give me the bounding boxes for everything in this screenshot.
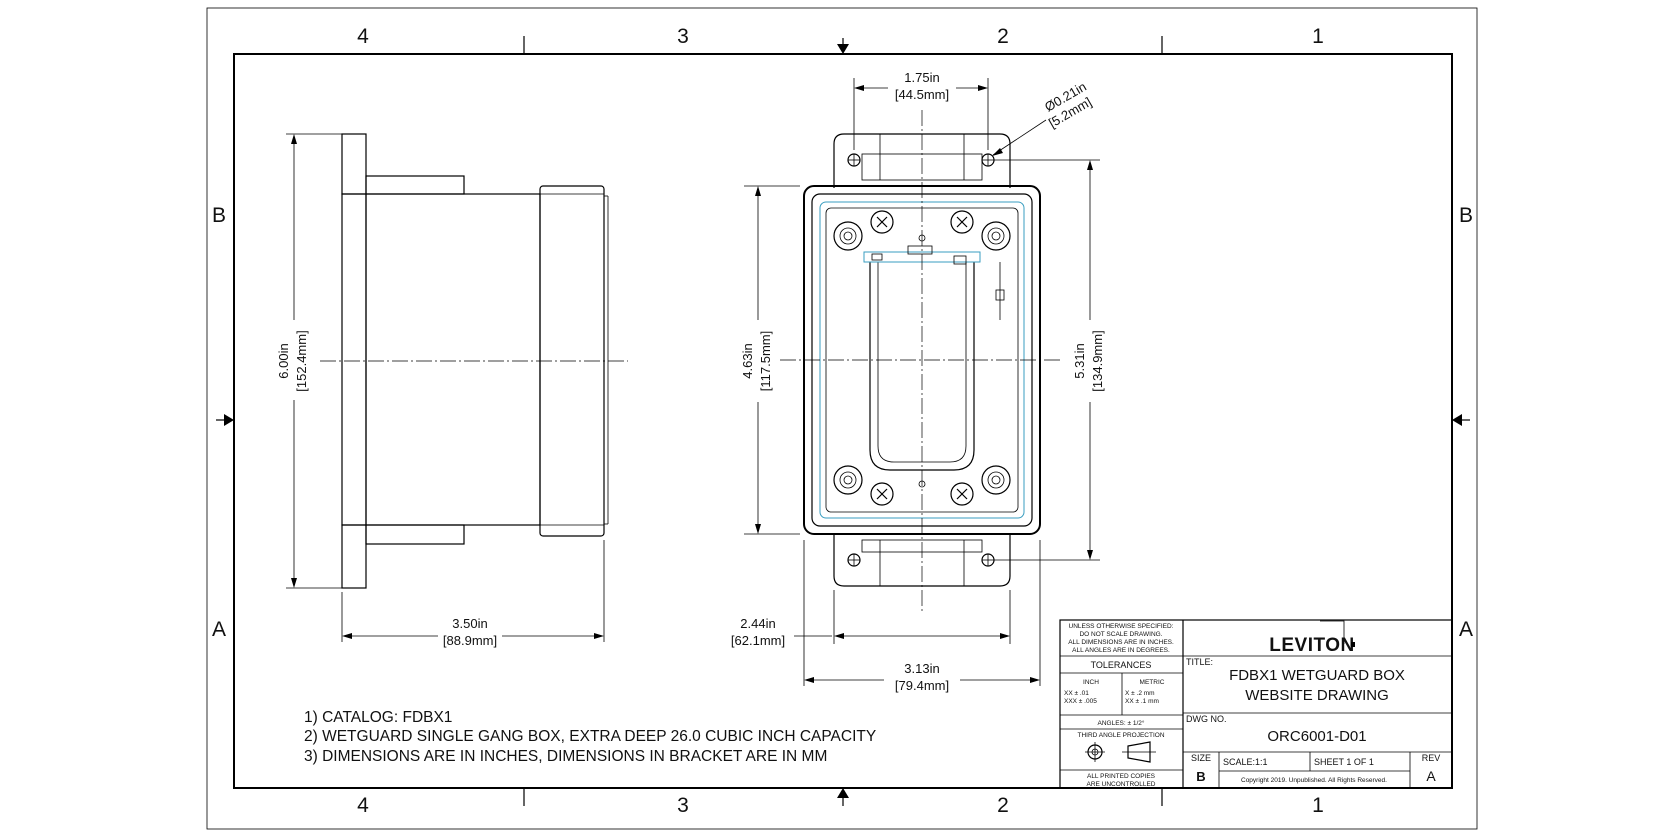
tb-unless-1: UNLESS OTHERWISE SPECIFIED: xyxy=(1069,623,1174,630)
dim-hole-spacing-width: 1.75in [44.5mm] xyxy=(853,70,989,150)
center-arrow-left xyxy=(224,414,234,426)
tb-unless-3: ALL DIMENSIONS ARE IN INCHES. xyxy=(1068,639,1174,646)
dim-height-overall-mm: [152.4mm] xyxy=(294,330,309,391)
zone-top-2: 2 xyxy=(997,25,1009,48)
dim-body-height: 4.63in [117.5mm] xyxy=(740,185,800,535)
zone-bottom-3: 3 xyxy=(677,794,689,817)
dim-depth-in: 3.50in xyxy=(452,616,487,631)
tb-inch-label: INCH xyxy=(1083,679,1099,686)
center-arrow-right xyxy=(1452,414,1462,426)
tb-inch-1: XX ± .01 xyxy=(1064,690,1089,697)
tb-metric-2: XX ± .1 mm xyxy=(1125,698,1159,705)
tb-title-line-1: FDBX1 WETGUARD BOX xyxy=(1229,667,1405,684)
dim-depth-mm: [88.9mm] xyxy=(443,633,497,648)
zone-top-3: 3 xyxy=(677,25,689,48)
dim-hole-spacing-height: 5.31in [134.9mm] xyxy=(994,159,1105,561)
tb-metric-label: METRIC xyxy=(1140,679,1165,686)
tb-copyright: Copyright 2019. Unpublished. All Rights … xyxy=(1241,777,1387,784)
notes: 1) CATALOG: FDBX1 2) WETGUARD SINGLE GAN… xyxy=(304,709,876,765)
center-arrow-top xyxy=(837,44,849,54)
zone-top-4: 4 xyxy=(357,25,369,48)
third-angle-projection-icon xyxy=(1085,741,1156,763)
tb-rev-label: REV xyxy=(1422,753,1441,763)
dim-flange-width-mm: [62.1mm] xyxy=(731,633,785,648)
dim-hole-spacing-height-in: 5.31in xyxy=(1072,343,1087,378)
tb-inch-2: XXX ± .005 xyxy=(1064,698,1097,705)
dim-hole-spacing-height-mm: [134.9mm] xyxy=(1090,330,1105,391)
tb-dwg-no: ORC6001-D01 xyxy=(1267,728,1366,745)
zone-bottom-2: 2 xyxy=(997,794,1009,817)
zone-bottom-1: 1 xyxy=(1312,794,1324,817)
dim-hole-diameter: Ø0.21in [5.2mm] xyxy=(992,79,1094,156)
zone-right-a: A xyxy=(1459,618,1473,641)
note-2: 2) WETGUARD SINGLE GANG BOX, EXTRA DEEP … xyxy=(304,728,876,745)
tb-size: B xyxy=(1196,769,1205,784)
tb-rev: A xyxy=(1426,768,1436,784)
outer-border xyxy=(206,7,1478,830)
center-arrow-bottom xyxy=(837,788,849,798)
dim-body-height-in: 4.63in xyxy=(740,343,755,378)
dim-body-width-in: 3.13in xyxy=(904,661,939,676)
tb-scale: SCALE:1:1 xyxy=(1223,757,1268,767)
tb-size-label: SIZE xyxy=(1191,753,1211,763)
zone-left-a: A xyxy=(212,618,226,641)
dim-depth: 3.50in [88.9mm] xyxy=(341,540,605,648)
dim-height-overall: 6.00in [152.4mm] xyxy=(276,133,342,589)
title-block: UNLESS OTHERWISE SPECIFIED: DO NOT SCALE… xyxy=(1059,619,1453,789)
dim-flange-width: 2.44in [62.1mm] xyxy=(731,590,1011,648)
tb-unless-4: ALL ANGLES ARE IN DEGREES. xyxy=(1072,647,1170,654)
tb-sheet: SHEET 1 OF 1 xyxy=(1314,757,1374,767)
dim-hole-spacing-width-mm: [44.5mm] xyxy=(895,87,949,102)
tb-printed-2: ARE UNCONTROLLED xyxy=(1087,781,1156,788)
front-view xyxy=(780,110,1062,612)
tb-tolerances: TOLERANCES xyxy=(1091,660,1152,670)
tb-angles: ANGLES: ± 1/2° xyxy=(1098,719,1145,727)
side-view xyxy=(320,133,628,589)
tb-unless-2: DO NOT SCALE DRAWING. xyxy=(1079,631,1162,638)
zone-top-1: 1 xyxy=(1312,25,1324,48)
tb-printed-1: ALL PRINTED COPIES xyxy=(1087,773,1156,780)
dim-body-width-mm: [79.4mm] xyxy=(895,678,949,693)
tb-dwg-label: DWG NO. xyxy=(1186,714,1227,724)
note-1: 1) CATALOG: FDBX1 xyxy=(304,709,452,726)
dim-height-overall-in: 6.00in xyxy=(276,343,291,378)
leviton-logo: LEVITON xyxy=(1269,620,1355,656)
dim-flange-width-in: 2.44in xyxy=(740,616,775,631)
dim-body-height-mm: [117.5mm] xyxy=(758,331,773,391)
zone-right-b: B xyxy=(1459,204,1473,227)
dim-body-width: 3.13in [79.4mm] xyxy=(803,540,1041,693)
tb-title-label: TITLE: xyxy=(1186,657,1213,667)
tb-title-line-2: WEBSITE DRAWING xyxy=(1245,687,1389,704)
dim-hole-spacing-width-in: 1.75in xyxy=(904,70,939,85)
zone-bottom-4: 4 xyxy=(357,794,369,817)
logo-text: LEVITON xyxy=(1269,635,1355,656)
note-3: 3) DIMENSIONS ARE IN INCHES, DIMENSIONS … xyxy=(304,748,827,765)
tb-projection: THIRD ANGLE PROJECTION xyxy=(1077,732,1164,739)
zone-left-b: B xyxy=(212,204,226,227)
tb-metric-1: X ± .2 mm xyxy=(1125,690,1155,697)
